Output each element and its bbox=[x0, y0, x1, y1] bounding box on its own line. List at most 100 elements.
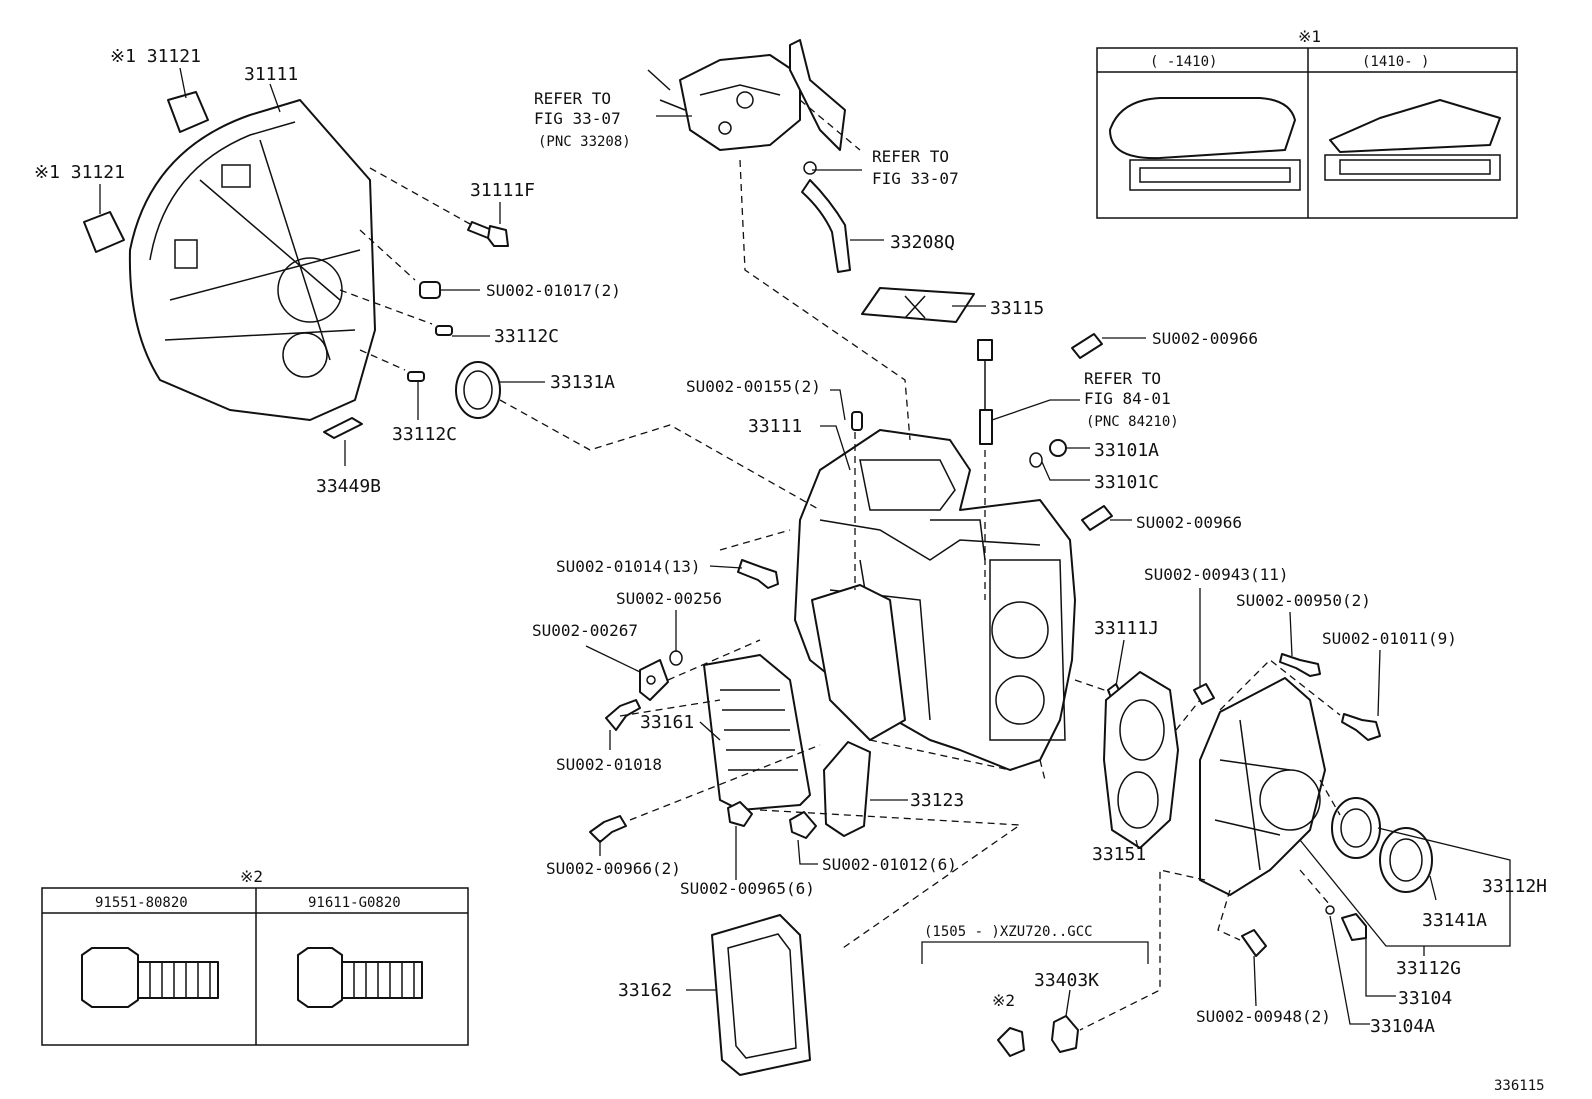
seal-33131a bbox=[455, 361, 501, 419]
label-33101a: 33101A bbox=[1094, 440, 1159, 461]
pin-33112c-1 bbox=[435, 325, 453, 336]
dust-cover-31121-b bbox=[83, 211, 125, 253]
cover-new bbox=[1324, 99, 1501, 181]
ref-1-line-2: FIG 33-07 bbox=[534, 109, 621, 128]
label-31111f: 31111F bbox=[470, 180, 535, 201]
label-su01012: SU002-01012(6) bbox=[822, 855, 957, 874]
label-su01017: SU002-01017(2) bbox=[486, 281, 621, 300]
label-33111j: 33111J bbox=[1094, 618, 1159, 639]
bolt-33104 bbox=[1341, 913, 1367, 941]
shift-control-assembly bbox=[647, 39, 846, 151]
seal-33141a bbox=[1379, 827, 1433, 893]
inset-2: ※2 91551-80820 91611-G0820 bbox=[41, 867, 469, 1046]
gasket-33104a bbox=[1325, 905, 1335, 915]
label-su00948: SU002-00948(2) bbox=[1196, 1007, 1331, 1026]
label-33112c-1: 33112C bbox=[494, 326, 559, 347]
plug-su00966-b bbox=[1081, 505, 1113, 531]
cover-old bbox=[1109, 97, 1301, 191]
label-33449b: 33449B bbox=[316, 476, 381, 497]
dust-cover-31121-a bbox=[167, 91, 209, 133]
inset-1-col2: (1410- ) bbox=[1362, 54, 1429, 70]
bolt-su00965 bbox=[727, 801, 753, 827]
inset-2-mark: ※2 bbox=[240, 867, 263, 886]
sensor-84210 bbox=[977, 339, 993, 445]
label-31121-b: ※1 31121 bbox=[34, 162, 125, 183]
flange-bolt-1 bbox=[81, 947, 219, 1008]
label-33141a: 33141A bbox=[1422, 910, 1487, 931]
label-33208q: 33208Q bbox=[890, 232, 955, 253]
label-33104: 33104 bbox=[1398, 988, 1452, 1009]
label-33115: 33115 bbox=[990, 298, 1044, 319]
label-x2: ※2 bbox=[992, 991, 1015, 1010]
ref-3-line-2: FIG 84-01 bbox=[1084, 389, 1171, 408]
bolt-su00943 bbox=[1193, 683, 1215, 705]
clip-33208 bbox=[803, 161, 817, 175]
label-33101c: 33101C bbox=[1094, 472, 1159, 493]
clutch-housing bbox=[128, 99, 376, 421]
label-su00950: SU002-00950(2) bbox=[1236, 591, 1371, 610]
label-su01014: SU002-01014(13) bbox=[556, 557, 701, 576]
label-su00155: SU002-00155(2) bbox=[686, 377, 821, 396]
inset-1-mark: ※1 bbox=[1298, 27, 1321, 46]
label-su00267: SU002-00267 bbox=[532, 621, 638, 640]
label-su00966-c: SU002-00966(2) bbox=[546, 859, 681, 878]
label-su01018: SU002-01018 bbox=[556, 755, 662, 774]
ref-1-line-1: REFER TO bbox=[534, 89, 611, 108]
label-33151: 33151 bbox=[1092, 844, 1146, 865]
gasket-33151 bbox=[1103, 671, 1179, 849]
ref-1-line-3: (PNC 33208) bbox=[538, 134, 631, 150]
label-33403k: 33403K bbox=[1034, 970, 1099, 991]
label-33112c-2: 33112C bbox=[392, 424, 457, 445]
bracket-33403k bbox=[1051, 1015, 1079, 1053]
ref-3-line-1: REFER TO bbox=[1084, 369, 1161, 388]
label-31111: 31111 bbox=[244, 64, 298, 85]
inset-2-col2: 91611-G0820 bbox=[308, 895, 401, 911]
label-serial-range: (1505 - )XZU720..GCC bbox=[924, 924, 1093, 940]
label-33131a: 33131A bbox=[550, 372, 615, 393]
bolt-31111f bbox=[467, 221, 509, 247]
bolt-su01011 bbox=[1341, 713, 1381, 741]
pin-33112c-2 bbox=[407, 371, 425, 382]
label-33112g: 33112G bbox=[1396, 958, 1461, 979]
inset-1: ※1 ( -1410) (1410- ) bbox=[1096, 27, 1518, 219]
plate-33123 bbox=[823, 741, 871, 837]
assembly-lines bbox=[339, 99, 1341, 1031]
side-cover bbox=[811, 584, 906, 741]
gasket-33162 bbox=[711, 914, 811, 1076]
ref-3-line-3: (PNC 84210) bbox=[1086, 414, 1179, 430]
bracket-su00267 bbox=[639, 659, 669, 701]
label-33111: 33111 bbox=[748, 416, 802, 437]
leader-lines bbox=[99, 67, 1511, 1025]
label-33123: 33123 bbox=[910, 790, 964, 811]
label-su00943: SU002-00943(11) bbox=[1144, 565, 1289, 584]
bolt-x2 bbox=[997, 1027, 1025, 1057]
plate-33115 bbox=[861, 287, 975, 323]
seal-33112h bbox=[1331, 797, 1381, 859]
cover-plate-33161 bbox=[703, 654, 811, 811]
label-su00966-b: SU002-00966 bbox=[1136, 513, 1242, 532]
inset-2-col1: 91551-80820 bbox=[95, 895, 188, 911]
label-su00965: SU002-00965(6) bbox=[680, 879, 815, 898]
inset-1-col1: ( -1410) bbox=[1150, 54, 1217, 70]
label-33162: 33162 bbox=[618, 980, 672, 1001]
bolt-su00948 bbox=[1241, 929, 1267, 957]
label-su00966-a: SU002-00966 bbox=[1152, 329, 1258, 348]
flange-bolt-2 bbox=[297, 947, 423, 1008]
plug-33101a bbox=[1049, 439, 1067, 457]
label-33112h: 33112H bbox=[1482, 876, 1547, 897]
oring-su00256 bbox=[669, 650, 683, 666]
bolt-su00950 bbox=[1279, 653, 1321, 677]
label-31121-a: ※1 31121 bbox=[110, 46, 201, 67]
label-33104a: 33104A bbox=[1370, 1016, 1435, 1037]
ref-2-line-2: FIG 33-07 bbox=[872, 169, 959, 188]
label-su00256: SU002-00256 bbox=[616, 589, 722, 608]
bolt-su01014 bbox=[737, 559, 779, 589]
ref-2-line-1: REFER TO bbox=[872, 147, 949, 166]
bolt-su01012 bbox=[789, 811, 817, 839]
gasket-33101c bbox=[1029, 452, 1043, 468]
extension-housing bbox=[1199, 677, 1326, 896]
pin-su00155 bbox=[851, 411, 863, 431]
hose-33208q bbox=[801, 179, 851, 273]
figure-number: 336115 bbox=[1494, 1078, 1545, 1094]
